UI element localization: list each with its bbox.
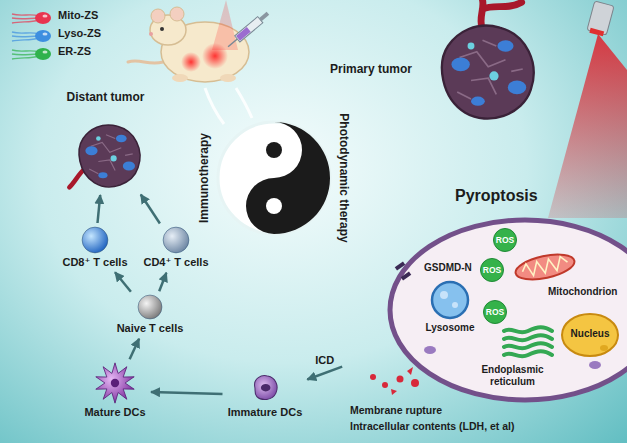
yin-yang-node: Immunotherapy Photodynamic therapy [192, 106, 356, 250]
ros-circle: ROS [480, 258, 504, 282]
cell-icon [162, 226, 190, 254]
cell-label: CD4⁺ T cells [141, 256, 211, 269]
tumor-illustration [425, 0, 540, 140]
t-cell-node: Naive T cells [115, 294, 186, 336]
organelle: Lysosome [422, 278, 478, 336]
er-shape [502, 326, 554, 362]
ros-text: ROS [480, 265, 504, 275]
cell-icon [94, 362, 136, 404]
edge-label: ICD [315, 354, 334, 367]
tumor-label: Distant tumor [48, 90, 163, 104]
organelle: Mitochondrion [512, 253, 620, 300]
annotation: Membrane rupture [350, 404, 442, 417]
cell-label: Mature DCs [82, 406, 148, 419]
cell-icon [81, 226, 109, 254]
t-cell-node: CD4⁺ T cells [141, 226, 211, 270]
tumor-illustration [56, 108, 156, 192]
ros-text: ROS [483, 307, 507, 317]
annotation: GSDMD-N [424, 262, 472, 274]
annotation: Intracellular contents (LDH, et al) [350, 420, 515, 433]
tumor-label: Primary tumor [330, 62, 412, 76]
t-cell-node: CD8⁺ T cells [60, 226, 130, 270]
dendritic-cell-node: Immature DCs [226, 370, 305, 420]
ros-text: ROS [493, 235, 517, 245]
ros-circle: ROS [483, 300, 507, 324]
legend-text: Lyso-ZS [58, 27, 101, 40]
legend-swatch [10, 11, 52, 25]
heading: Pyroptosis [455, 186, 538, 205]
dendritic-cell-node: Mature DCs [82, 362, 148, 420]
organelle-label: Mitochondrion [548, 286, 617, 298]
legend-text: ER-ZS [58, 45, 91, 58]
tumor-node: Primary tumor [330, 0, 545, 145]
organelle-label: Endoplasmic reticulum [470, 364, 555, 388]
organelle: Endoplasmic reticulum [470, 326, 555, 392]
therapy-label: Photodynamic therapy [337, 113, 351, 242]
arrow-connector [159, 273, 166, 291]
mitochondrion-shape [512, 253, 578, 281]
cell-label: Immature DCs [226, 406, 305, 419]
arrow-connector [130, 339, 140, 360]
ros-circle: ROS [493, 228, 517, 252]
arrow-connector [115, 272, 131, 291]
legend-swatch [10, 29, 52, 43]
yin-yang-symbol [192, 106, 356, 250]
organelle: Nucleus [560, 312, 620, 358]
legend-swatch [10, 47, 52, 61]
arrow-connector [151, 392, 223, 394]
organelle-label: Lysosome [422, 322, 478, 334]
tumor-node: Distant tumor [48, 90, 163, 192]
cell-label: Naive T cells [115, 322, 186, 335]
organelle-label: Nucleus [560, 328, 620, 340]
cell-icon [248, 370, 282, 404]
lysosome-shape [430, 280, 470, 320]
arrow-connector [98, 195, 101, 223]
cell-label: CD8⁺ T cells [60, 256, 130, 269]
arrow-connector [141, 195, 160, 224]
cell-icon [137, 294, 163, 320]
arrow-connector [307, 367, 342, 380]
legend-text: Mito-ZS [58, 9, 98, 22]
therapy-label: Immunotherapy [197, 133, 211, 223]
